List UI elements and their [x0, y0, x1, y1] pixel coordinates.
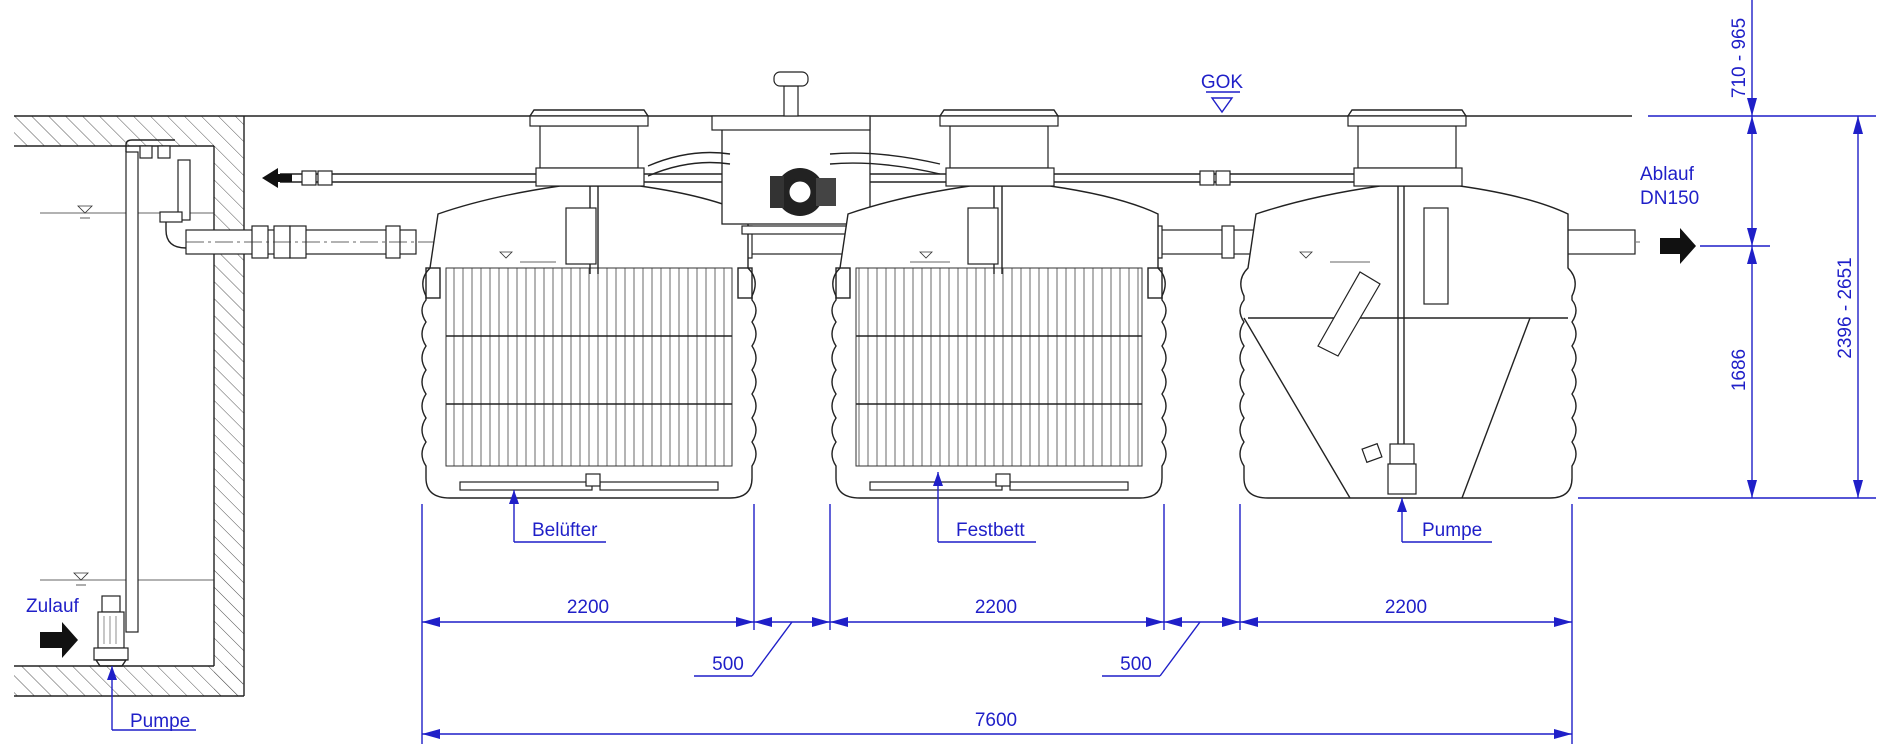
gok-label: GOK — [1201, 72, 1244, 93]
pumpe-right-label: Pumpe — [1422, 520, 1482, 541]
beluefter-label: Belüfter — [532, 520, 598, 541]
zulauf-label: Zulauf — [26, 596, 80, 617]
dim-total-depth: 2396 - 2651 — [1835, 257, 1856, 358]
vertical-dimensions: 710 - 965 1686 2396 - 2651 — [1578, 0, 1876, 499]
dim-tank1-width: 2200 — [567, 597, 609, 618]
inflow-arrow — [40, 622, 78, 658]
flow-arrows — [40, 168, 1696, 658]
pumpe-right-leader: Pumpe — [1397, 498, 1492, 543]
dim-cover-height: 710 - 965 — [1729, 18, 1750, 98]
pumpe-left-leader: Pumpe — [107, 666, 196, 732]
tank-1 — [421, 109, 757, 499]
outflow-arrow — [1660, 228, 1696, 264]
ablauf-label: Ablauf — [1640, 164, 1695, 185]
pumpe-left-label: Pumpe — [130, 711, 190, 732]
dim-total-width: 7600 — [975, 710, 1017, 731]
blower-unit — [647, 71, 941, 235]
tank-2 — [831, 109, 1167, 499]
horizontal-dimensions: 2200 500 2200 500 2200 7600 — [421, 504, 1573, 744]
gok-marker: GOK — [1201, 72, 1244, 114]
festbett-label: Festbett — [956, 520, 1025, 541]
beluefter-leader: Belüfter — [509, 490, 606, 543]
dim-gap1: 500 — [712, 654, 744, 675]
tank-3 — [1239, 109, 1577, 499]
dim-gap2: 500 — [1120, 654, 1152, 675]
dim-water-depth: 1686 — [1729, 349, 1750, 391]
air-return-arrow — [262, 168, 292, 188]
dim-tank2-width: 2200 — [975, 597, 1017, 618]
dim-tank3-width: 2200 — [1385, 597, 1427, 618]
festbett-leader: Festbett — [933, 472, 1036, 543]
ablauf-dn-label: DN150 — [1640, 188, 1699, 209]
